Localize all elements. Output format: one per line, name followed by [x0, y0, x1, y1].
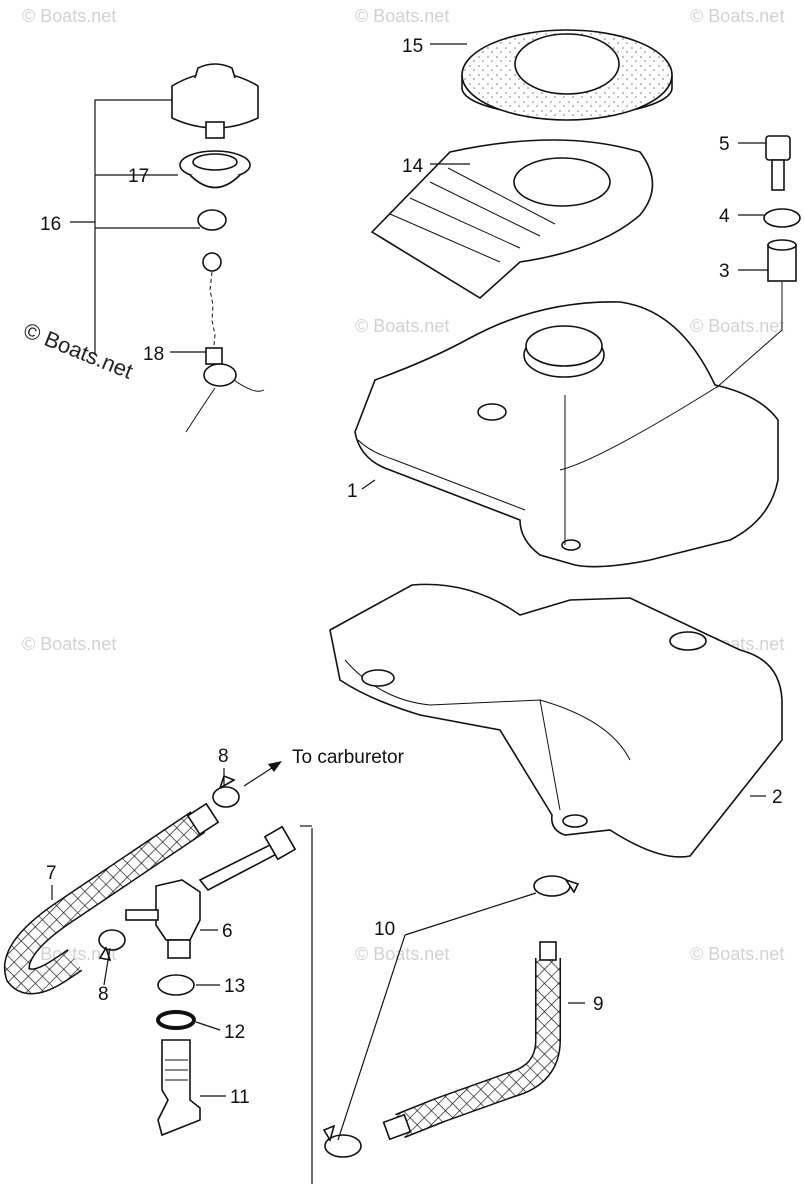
- callout-16: 16: [40, 214, 61, 235]
- callout-5: 5: [719, 134, 730, 155]
- callout-17: 17: [128, 166, 149, 187]
- part-10-clamp-top: [533, 875, 580, 897]
- part-16-filler-cap: [171, 63, 259, 139]
- part-7-fuel-hose: [3, 802, 220, 995]
- callout-13: 13: [224, 976, 245, 997]
- callout-15: 15: [402, 36, 423, 57]
- callout-9: 9: [593, 994, 604, 1015]
- callout-14: 14: [402, 156, 424, 177]
- part-9-fuel-hose: [382, 941, 561, 1141]
- arrowhead: [268, 761, 282, 772]
- callout-3: 3: [719, 261, 730, 282]
- watermark: © Boats.net: [690, 944, 784, 964]
- callouts: 15 14 5 4 3 1 2 17 16 18 8 To carburetor…: [40, 36, 783, 1108]
- callout-4: 4: [719, 206, 730, 227]
- callout-18: 18: [143, 344, 164, 365]
- callout-10: 10: [374, 919, 395, 940]
- part-18-chain: [185, 252, 265, 433]
- callout-8-bottom: 8: [98, 984, 109, 1005]
- callout-11: 11: [230, 1087, 250, 1108]
- watermark: © Boats.net: [355, 944, 449, 964]
- callout-7: 7: [46, 863, 57, 884]
- watermark: © Boats.net: [22, 6, 116, 26]
- callout-8-top: 8: [218, 746, 229, 767]
- part-13-washer: [157, 974, 195, 996]
- callout-1: 1: [347, 481, 358, 502]
- part-3-collar: [767, 239, 797, 282]
- part-4-washer: [763, 208, 801, 228]
- part-14-pad: [370, 139, 654, 299]
- part-clip-top: [197, 209, 227, 231]
- leader-3-to-tank: [715, 282, 783, 389]
- watermark: © Boats.net: [690, 6, 784, 26]
- watermark: © Boats.net: [355, 6, 449, 26]
- callout-2: 2: [772, 787, 783, 808]
- watermark: © Boats.net: [355, 316, 449, 336]
- watermark: © Boats.net: [22, 634, 116, 654]
- part-10-clamp-bottom: [322, 1124, 362, 1158]
- watermark-prominent: © Boats.net: [20, 317, 136, 383]
- leader-lines: [51, 43, 768, 1141]
- part-5-bolt: [765, 135, 791, 191]
- callout-6: 6: [222, 921, 233, 942]
- note-to-carburetor: To carburetor: [292, 747, 405, 768]
- part-17-gasket: [179, 150, 251, 189]
- callout-12: 12: [224, 1022, 245, 1043]
- bracket-16: [94, 99, 172, 355]
- part-2-tank-lower: [329, 583, 783, 858]
- part-1-tank-upper: [354, 301, 779, 568]
- watermark: © Boats.net: [690, 316, 784, 336]
- part-8-clamp-bottom: [98, 929, 126, 962]
- part-6-valve: [125, 825, 297, 959]
- part-8-clamp-top: [212, 774, 240, 808]
- part-11-connector: [157, 1039, 201, 1137]
- part-12-o-ring: [156, 1010, 196, 1030]
- part-15-foam-ring: [461, 29, 673, 121]
